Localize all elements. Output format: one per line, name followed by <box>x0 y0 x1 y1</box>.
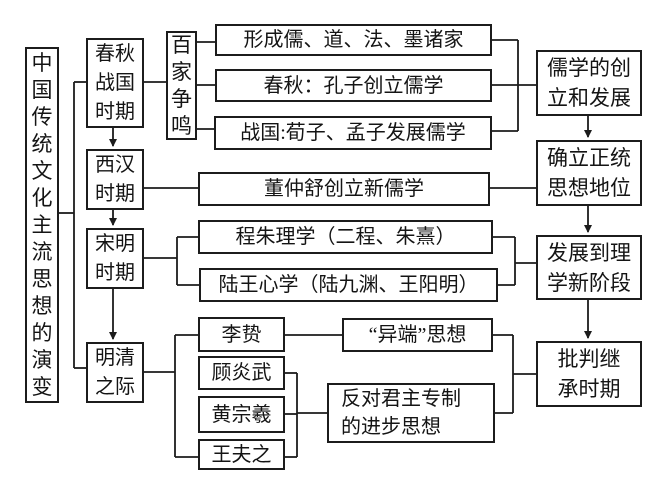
stage-lixue-jieduan-box: 发展到理 学新阶段 <box>536 235 642 300</box>
node-guyanwu-box: 顾炎武 <box>198 356 285 390</box>
node-huangzongxi-box: 黄宗羲 <box>198 396 285 433</box>
node-chengzhu-lixue-box: 程朱理学（二程、朱熹） <box>198 220 493 254</box>
stage-zhengtong-diwei-box: 确立正统 思想地位 <box>536 140 642 206</box>
period-xihan-box: 西汉 时期 <box>86 149 144 210</box>
node-kongzi-box: 春秋：孔子创立儒学 <box>215 69 492 102</box>
node-wangfuzhi-box: 王夫之 <box>198 439 285 470</box>
root-title-box: 中 国 传 统 文 化 主 流 思 想 的 演 变 <box>25 47 59 403</box>
node-zhanguo-box: 战国:荀子、孟子发展儒学 <box>214 116 492 150</box>
node-luwang-xinxue-box: 陆王心学（陆九渊、王阳明） <box>199 268 498 302</box>
node-yiduan-sixiang-box: “异端”思想 <box>342 318 493 352</box>
stage-pipan-jicheng-box: 批判继 承时期 <box>536 341 642 407</box>
node-lizhi-box: 李贽 <box>198 317 285 352</box>
baijia-zhengming-box: 百 家 争 鸣 <box>166 31 197 140</box>
node-xingcheng-box: 形成儒、道、法、墨诸家 <box>215 24 492 56</box>
period-mingqing-box: 明清 之际 <box>86 342 144 403</box>
period-chunqiu-zhanguo-box: 春秋 战国 时期 <box>86 38 144 128</box>
node-dongzhongshu-box: 董仲舒创立新儒学 <box>198 172 490 206</box>
stage-chuangli-fazhan-box: 儒学的创 立和发展 <box>536 50 642 116</box>
period-songming-box: 宋明 时期 <box>86 228 144 289</box>
node-fandui-junzhu-box: 反对君主专制 的进步思想 <box>327 383 495 443</box>
